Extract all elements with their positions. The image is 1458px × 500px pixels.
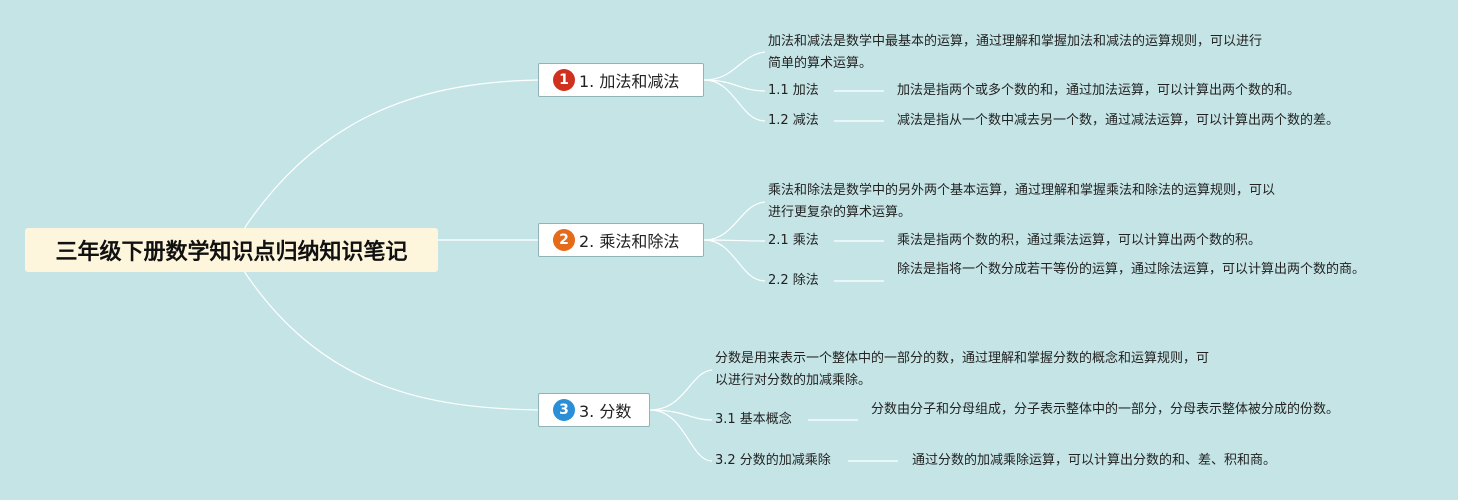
link-b2-item1 [703,239,766,242]
link-b2-summary [703,201,766,241]
link-b1-summary [703,51,766,81]
branch-3-topic[interactable]: 3 3. 分数 [538,393,650,427]
branch-3-item-2-label[interactable]: 3.2 分数的加减乘除 [715,453,831,468]
branch-2-item-2-text: 除法是指将一个数分成若干等份的运算，通过除法运算，可以计算出两个数的商。 [897,262,1366,277]
branch-3-item-1-label[interactable]: 3.1 基本概念 [715,412,792,427]
branch-2-item-2-label[interactable]: 2.2 除法 [768,273,819,288]
branch-1-summary: 加法和减法是数学中最基本的运算，通过理解和掌握加法和减法的运算规则，可以进行简单… [768,34,1263,71]
number-badge-icon: 2 [553,229,575,251]
branch-2-item-1-text: 乘法是指两个数的积，通过乘法运算，可以计算出两个数的积。 [897,233,1262,248]
root-topic[interactable]: 三年级下册数学知识点归纳知识笔记 [25,228,438,272]
root-title: 三年级下册数学知识点归纳知识笔记 [55,240,408,265]
branch-1-topic[interactable]: 1 1. 加法和减法 [538,63,704,97]
branch-1-label: 1. 加法和减法 [579,72,680,91]
link-b3-item1 [649,409,713,421]
branch-1-item-1-label[interactable]: 1.1 加法 [768,83,819,98]
branch-2-summary: 乘法和除法是数学中的另外两个基本运算，通过理解和掌握乘法和除法的运算规则，可以进… [768,183,1276,220]
link-b2-item2 [703,239,766,282]
branch-1-item-2-text: 减法是指从一个数中减去另一个数，通过减法运算，可以计算出两个数的差。 [897,113,1340,128]
link-b1-item1 [703,79,766,92]
branch-2-topic[interactable]: 2 2. 乘法和除法 [538,223,704,257]
branch-1-item-2-label[interactable]: 1.2 减法 [768,113,819,128]
branch-3-summary: 分数是用来表示一个整体中的一部分的数，通过理解和掌握分数的概念和运算规则，可以进… [715,351,1210,388]
branch-1-item-1-text: 加法是指两个或多个数的和，通过加法运算，可以计算出两个数的和。 [897,83,1301,98]
branch-3-label: 3. 分数 [579,402,632,421]
number-badge-icon: 3 [553,399,575,421]
link-root-branch-1 [239,79,539,236]
branch-2-label: 2. 乘法和除法 [579,232,680,251]
link-b3-summary [649,369,713,411]
link-b1-item2 [703,79,766,122]
branch-3-item-2-text: 通过分数的加减乘除运算，可以计算出分数的和、差、积和商。 [912,453,1277,468]
link-b3-item2 [649,409,713,462]
link-root-branch-3 [239,264,539,411]
number-badge-icon: 1 [553,69,575,91]
branch-2-item-1-label[interactable]: 2.1 乘法 [768,233,819,248]
branch-3-item-1-text: 分数由分子和分母组成，分子表示整体中的一部分，分母表示整体被分成的份数。 [871,402,1340,417]
